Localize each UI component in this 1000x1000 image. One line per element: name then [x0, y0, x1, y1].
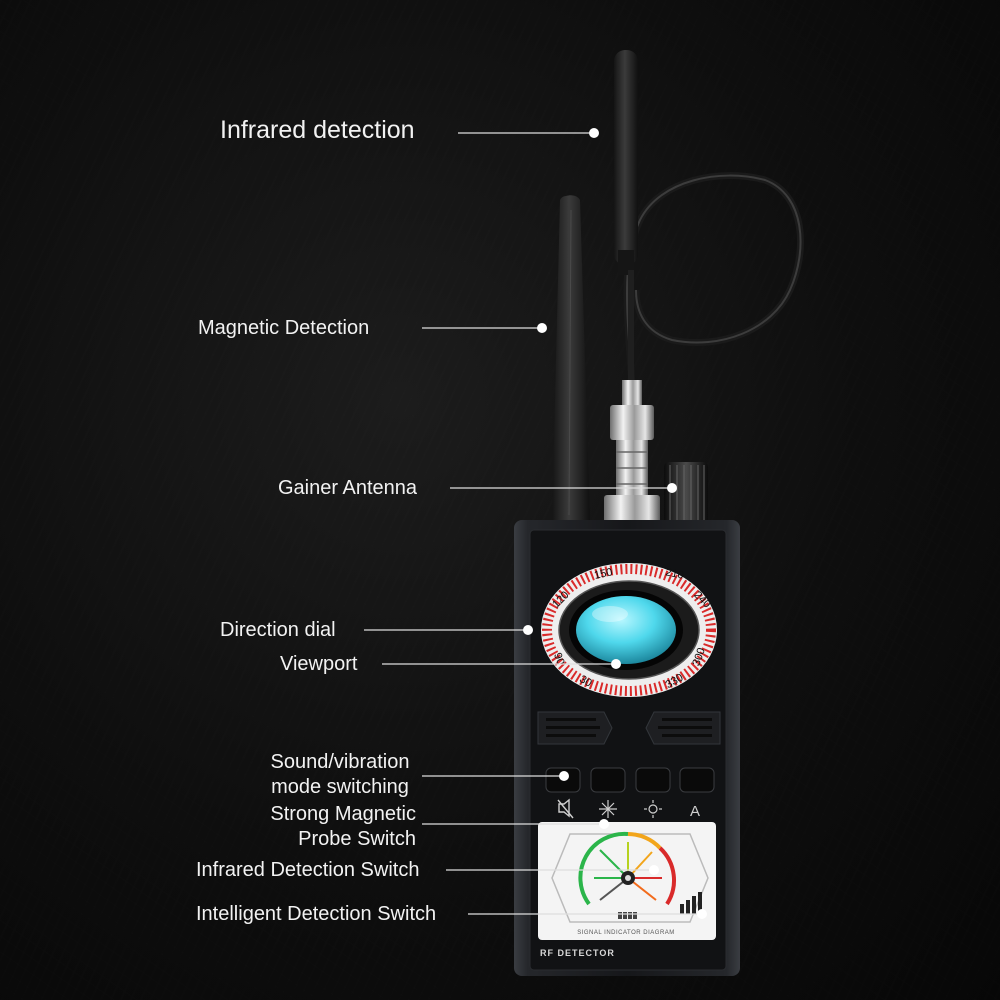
label-infrared-detection: Infrared detection [220, 116, 415, 144]
signal-screen: SIGNAL INDICATOR DIAGRAM [538, 822, 716, 940]
dial-number: 300 [690, 646, 708, 667]
dial-number: 150 [593, 566, 613, 582]
label-direction-dial: Direction dial [220, 619, 336, 641]
callout-lines [364, 132, 698, 915]
gain-knob [664, 462, 708, 524]
infrared-probe-antenna [614, 50, 638, 385]
label-strong-magnetic: Strong Magnetic Probe Switch [240, 802, 416, 852]
label-strong-magnetic-line2: Probe Switch [298, 828, 416, 850]
magnet-probe-icon [599, 800, 617, 818]
viewport-lens [569, 590, 683, 670]
label-sound-vibration: Sound/vibration mode switching [258, 750, 422, 800]
label-gainer-antenna: Gainer Antenna [278, 477, 417, 499]
mute-icon [557, 798, 574, 819]
brand-label: RF DETECTOR [540, 948, 615, 958]
infrared-icon [644, 800, 662, 818]
dial-number: 30 [577, 673, 594, 690]
label-viewport: Viewport [280, 653, 358, 675]
label-magnetic-detection: Magnetic Detection [198, 317, 370, 339]
magnetic-antenna [552, 195, 590, 520]
label-sound-vibration-line1: Sound/vibration [270, 751, 410, 773]
label-strong-magnetic-line1: Strong Magnetic [270, 803, 416, 825]
label-sound-vibration-line2: mode switching [271, 776, 409, 798]
dial-number: 210 [664, 566, 684, 582]
auto-icon: A [690, 803, 700, 820]
speaker-grille-left [537, 711, 613, 745]
dial-number: 90 [551, 651, 566, 667]
label-infrared-switch: Infrared Detection Switch [196, 859, 420, 881]
cable-loop [623, 172, 804, 386]
screen-caption: SIGNAL INDICATOR DIAGRAM [577, 930, 675, 936]
speaker-grille-right [645, 711, 721, 745]
callout-dots [523, 128, 707, 919]
label-intelligent-switch: Intelligent Detection Switch [196, 903, 437, 925]
chrome-connector [604, 380, 660, 523]
